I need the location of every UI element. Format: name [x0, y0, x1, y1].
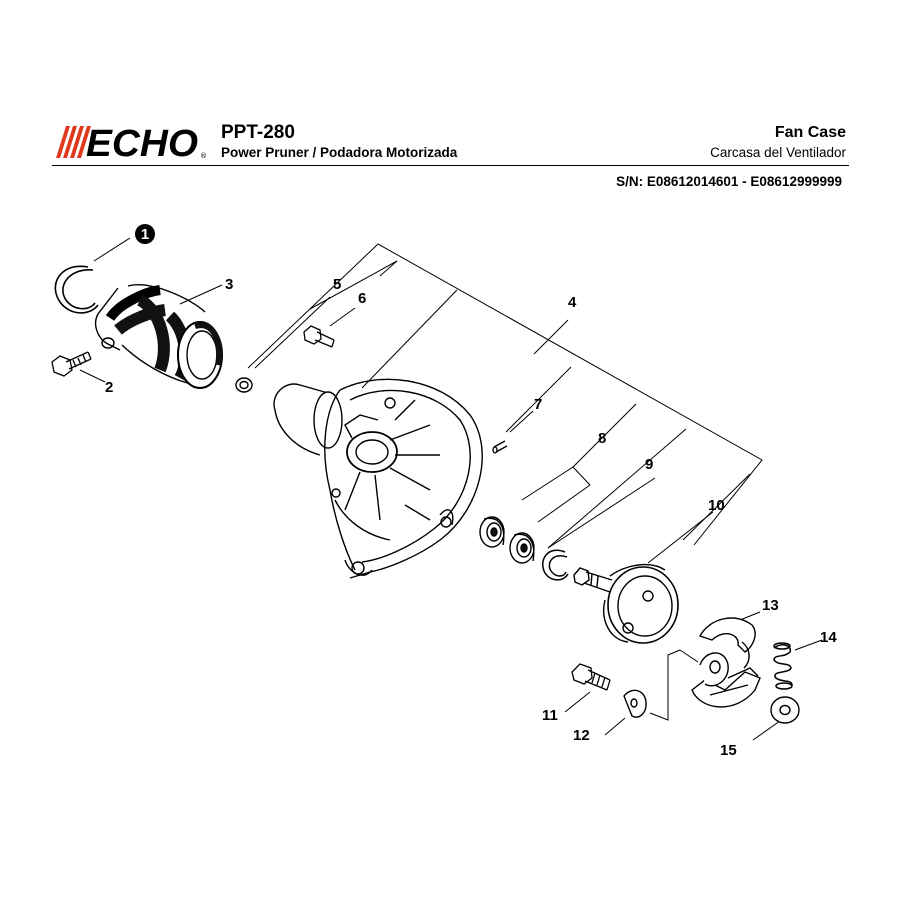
part-6-bolt: [303, 325, 335, 348]
echo-logo: ECHO ®: [56, 124, 207, 160]
callout-5: 5: [333, 276, 341, 293]
section-title: Fan Case: [774, 124, 846, 141]
callout-8: 8: [598, 430, 606, 447]
part-8-bearing-a: [479, 516, 505, 548]
callout-14: 14: [820, 629, 837, 646]
serial-range: S/N: E08612014601 - E08612999999: [616, 174, 842, 189]
part-7-pin: [492, 440, 508, 454]
part-10-clutch-drum: [573, 563, 679, 644]
callout-6: 6: [358, 290, 366, 307]
callout-13: 13: [762, 597, 779, 614]
part-1-circlip: [54, 265, 99, 314]
logo-stripes: [56, 126, 91, 158]
registered-mark: ®: [200, 152, 207, 160]
part-14-spring: [773, 642, 793, 690]
callout-1-badge: [135, 224, 155, 244]
part-4-fan-case: [273, 378, 483, 579]
part-12-washer: [623, 689, 647, 718]
part-2-bolt: [51, 351, 92, 377]
part-13-clutch-shoes: [691, 617, 761, 708]
callout-7: 7: [534, 396, 542, 413]
header-divider: [52, 165, 849, 166]
leader-lines: [79, 237, 823, 741]
callout-15: 15: [720, 742, 737, 759]
callout-1: 1: [141, 226, 149, 243]
callout-2: 2: [105, 379, 113, 396]
callout-9: 9: [645, 456, 653, 473]
part-9-snap-ring: [542, 549, 569, 581]
callout-11: 11: [542, 707, 558, 724]
part-3-coupling: [94, 284, 223, 389]
part-11-bolt: [571, 663, 611, 691]
page-header: ECHO ® PPT-280 Power Pruner / Podadora M…: [0, 0, 900, 200]
logo-wordmark: ECHO: [86, 124, 198, 160]
callout-numbers: 1 2 3 5 6 4 7 8 9 10 13 14 11 12 15: [105, 224, 837, 759]
part-5-washer: [235, 377, 253, 393]
callout-10: 10: [708, 497, 725, 514]
callout-3: 3: [225, 276, 233, 293]
part-15-washer: [770, 696, 800, 724]
bracket-lines: [247, 243, 763, 549]
callout-4: 4: [568, 294, 577, 311]
callout-12: 12: [573, 727, 590, 744]
part-8-bearing-b: [509, 532, 535, 564]
section-subtitle: Carcasa del Ventilador: [710, 145, 846, 160]
model-number: PPT-280: [221, 122, 295, 143]
product-subtitle: Power Pruner / Podadora Motorizada: [221, 145, 458, 160]
